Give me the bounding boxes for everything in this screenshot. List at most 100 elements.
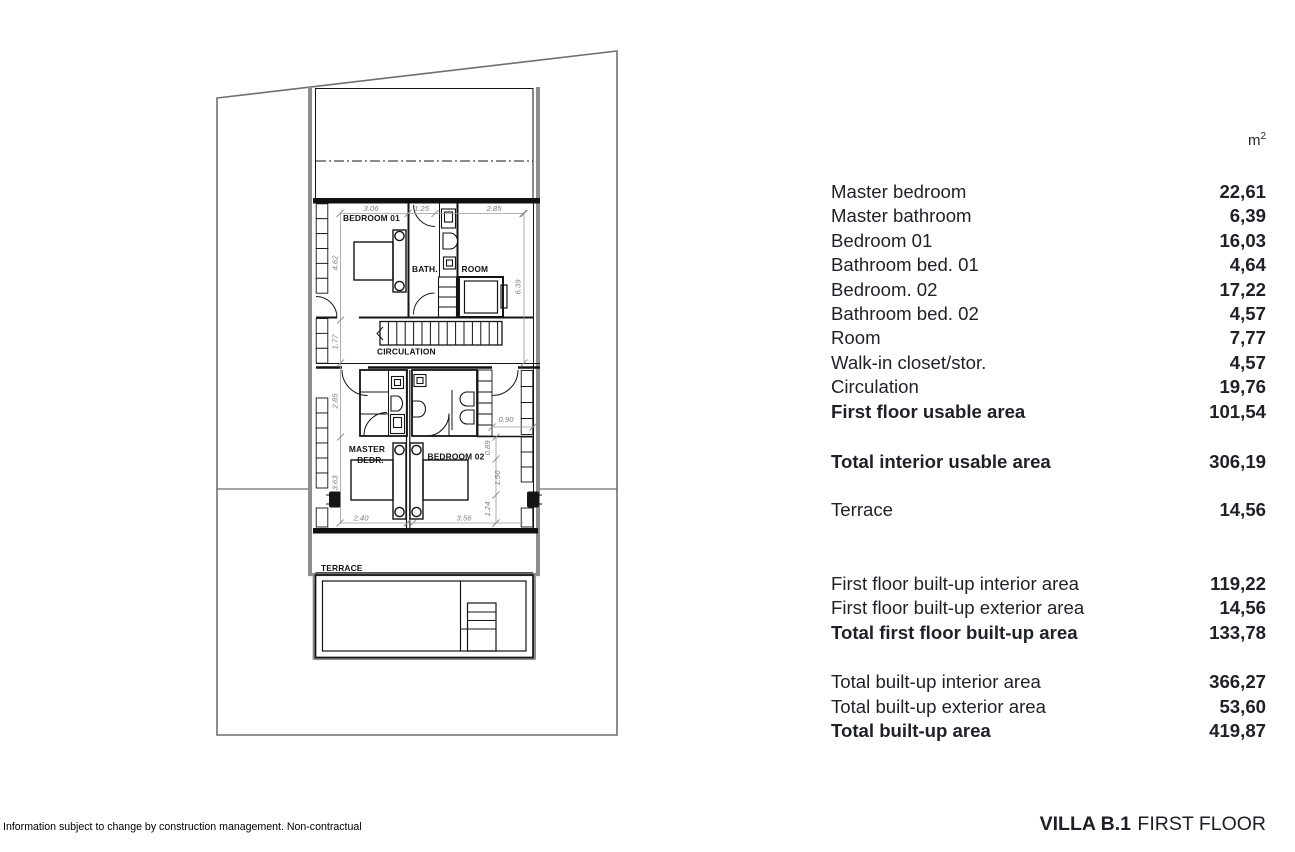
disclaimer-text: Information subject to change by constru… (3, 821, 362, 833)
dim-right-4: 1.50 (493, 470, 502, 486)
sheet-title-floor: FIRST FLOOR (1137, 813, 1266, 835)
table-row: Circulation 19,76 (831, 375, 1266, 399)
table-row: Walk-in closet/stor. 4,57 (831, 351, 1266, 375)
sheet-title: VILLA B.1 FIRST FLOOR (1040, 813, 1266, 836)
row-label: Total built-up interior area (831, 671, 1041, 693)
label-master-2: BEDR. (357, 455, 384, 465)
right-wall-hatch (520, 370, 534, 528)
row-value: 53,60 (1219, 695, 1266, 717)
wall-unit-right (527, 491, 542, 508)
row-label: Walk-in closet/stor. (831, 351, 987, 373)
bed-master (350, 442, 407, 520)
row-value: 16,03 (1219, 229, 1266, 251)
plot-boundary (216, 50, 618, 736)
row-value: 4,57 (1229, 303, 1266, 325)
door-swings (315, 204, 519, 396)
terrace-structure (312, 574, 536, 660)
dim-right-5: 1.24 (483, 502, 492, 517)
row-label: Terrace (831, 499, 893, 521)
dim-top-1: 3.06 (364, 204, 380, 213)
floor-plan-drawing: 3.06 1.25 2.85 4.62 1.77 2.85 3.63 6.39 … (216, 50, 618, 736)
unit-base: m (1247, 132, 1261, 149)
unit-header: m2 (831, 131, 1266, 149)
label-circulation: CIRCULATION (377, 347, 436, 357)
table-row-total: Total first floor built-up area 133,78 (831, 621, 1266, 645)
table-row: Total built-up exterior area 53,60 (831, 695, 1266, 719)
bed-bedroom02 (409, 442, 469, 520)
wall-unit-left (326, 491, 341, 508)
area-group-first-floor-builtup: First floor built-up interior area 119,22… (831, 572, 1266, 645)
dim-bottom-2: 3.56 (457, 514, 473, 523)
label-master-1: MASTER (349, 444, 385, 454)
label-bedroom01: BEDROOM 01 (343, 213, 400, 223)
dim-left-3: 2.85 (331, 393, 340, 410)
row-value: 133,78 (1209, 621, 1266, 643)
sheet-title-villa: VILLA B.1 (1039, 813, 1131, 835)
left-wall-hatch (315, 203, 329, 528)
row-label: Bedroom. 02 (831, 278, 938, 300)
row-value: 101,54 (1209, 400, 1266, 422)
dim-left-2: 1.77 (331, 334, 340, 350)
table-row-total-interior: Total interior usable area 306,19 (831, 450, 1266, 474)
void-area (315, 88, 534, 574)
row-label: First floor built-up interior area (831, 572, 1080, 594)
row-value: 19,76 (1219, 376, 1266, 398)
row-label: Room (831, 327, 881, 349)
label-room: ROOM (462, 264, 489, 274)
row-value: 306,19 (1209, 451, 1266, 473)
dim-top-3: 2.85 (486, 204, 503, 213)
row-value: 14,56 (1219, 597, 1266, 619)
dim-bottom-1: 2.40 (353, 514, 370, 523)
row-label: Bathroom bed. 01 (831, 254, 979, 276)
row-label: Master bathroom (831, 205, 972, 227)
floor-plan: 3.06 1.25 2.85 4.62 1.77 2.85 3.63 6.39 … (216, 50, 618, 736)
partition-hatch (477, 369, 493, 437)
row-value: 4,64 (1229, 254, 1266, 276)
row-value: 17,22 (1219, 278, 1266, 300)
row-value: 14,56 (1219, 499, 1266, 521)
row-label: Circulation (831, 376, 919, 398)
room-elevator (458, 276, 508, 318)
row-label: Bathroom bed. 02 (831, 303, 979, 325)
table-row: Room 7,77 (831, 326, 1266, 350)
row-label: Total first floor built-up area (831, 621, 1078, 643)
label-bath: BATH. (412, 264, 438, 274)
dim-right-2: 0.90 (499, 415, 515, 424)
interior-walls (313, 198, 540, 534)
label-bedroom02: BEDROOM 02 (428, 452, 485, 462)
table-row: Bedroom 01 16,03 (831, 229, 1266, 253)
dimension-labels: 3.06 1.25 2.85 4.62 1.77 2.85 3.63 6.39 … (331, 204, 523, 523)
bed-bedroom01 (353, 229, 407, 293)
row-value: 4,57 (1229, 351, 1266, 373)
table-row: Bathroom bed. 02 4,57 (831, 302, 1266, 326)
dim-left-4: 3.63 (331, 475, 340, 491)
dim-right-3: 0.89 (483, 440, 492, 456)
bathroom01-fixtures (437, 208, 458, 318)
dim-left-1: 4.62 (331, 255, 340, 271)
row-label: Total interior usable area (831, 451, 1051, 473)
building-envelope (308, 87, 540, 577)
room-labels: BEDROOM 01 BATH. ROOM CIRCULATION MASTER… (321, 213, 488, 573)
row-label: Total built-up area (831, 719, 991, 741)
unit-exponent: 2 (1260, 131, 1266, 142)
row-value: 6,39 (1229, 205, 1266, 227)
row-value: 119,22 (1210, 572, 1266, 594)
row-label: Bedroom 01 (831, 229, 933, 251)
row-value: 7,77 (1229, 327, 1266, 349)
row-value: 22,61 (1219, 181, 1266, 202)
table-row-terrace: Terrace 14,56 (831, 498, 1266, 522)
dim-right-1: 6.39 (514, 279, 523, 295)
table-row: First floor built-up interior area 119,22 (831, 572, 1266, 596)
bathroom02 (411, 369, 478, 437)
table-row: Bathroom bed. 01 4,64 (831, 253, 1266, 277)
row-label: Total built-up exterior area (831, 695, 1046, 717)
dim-top-2: 1.25 (414, 204, 430, 213)
